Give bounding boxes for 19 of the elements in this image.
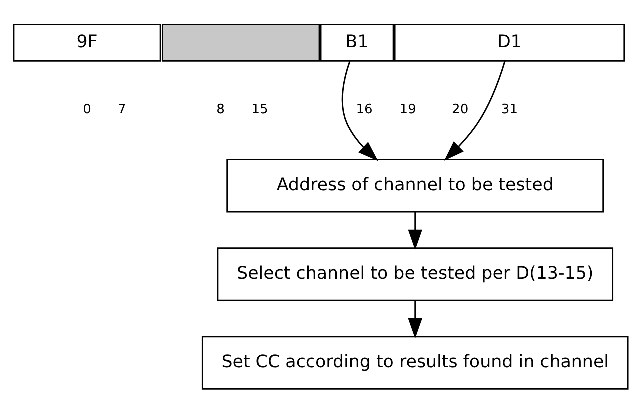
arrow [408, 300, 422, 338]
label: 20 [452, 102, 469, 118]
node-box: D1 [394, 24, 626, 62]
arrow [444, 60, 506, 160]
label: 16 [356, 102, 373, 118]
node-box: 9F [13, 24, 162, 62]
label: 8 [216, 102, 225, 118]
node-box: Address of channel to be tested [226, 158, 604, 212]
label: 7 [118, 102, 126, 118]
label: 31 [501, 102, 518, 118]
label: 0 [83, 102, 92, 118]
arrow [408, 212, 422, 250]
node-box [162, 24, 320, 62]
arrow [342, 60, 378, 161]
label: 19 [400, 102, 416, 118]
node-box: Select channel to be tested per D(13-15) [217, 247, 614, 301]
node-box: B1 [320, 24, 394, 62]
node-box: Set CC according to results found in channel [202, 336, 629, 390]
label: 15 [252, 102, 268, 118]
